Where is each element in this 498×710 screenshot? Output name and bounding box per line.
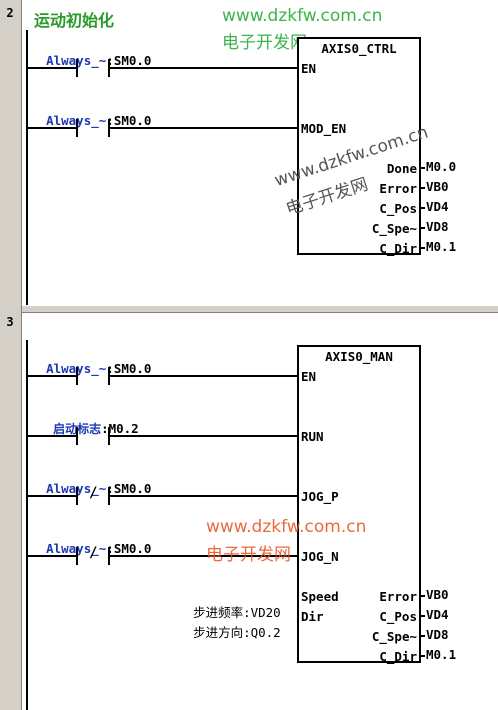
- output-value[interactable]: VD4: [426, 199, 449, 214]
- network-3-gutter: 3: [0, 305, 22, 710]
- network-separator: [21, 305, 498, 313]
- pin-error: Error: [379, 181, 417, 196]
- contact-no[interactable]: [76, 119, 78, 137]
- output-value[interactable]: VD8: [426, 219, 449, 234]
- wire: [419, 595, 425, 597]
- contact-no[interactable]: [76, 367, 78, 385]
- contact-label[interactable]: Always_~:SM0.0: [31, 346, 151, 376]
- watermark-cn: 电子开发网: [222, 33, 307, 53]
- pin-mod-en: MOD_EN: [301, 121, 347, 136]
- input-symbol: 步进频率: [193, 605, 244, 620]
- pin-jog-p: JOG_P: [301, 489, 339, 504]
- contact-label[interactable]: Always_~:SM0.0: [31, 38, 151, 68]
- wire: [419, 187, 425, 189]
- nc-slash-icon: /: [89, 545, 98, 561]
- pin-done: Done: [386, 161, 417, 176]
- pin-c-dir: C_Dir: [379, 241, 417, 256]
- watermark-url: www.dzkfw.com.cn: [206, 517, 367, 537]
- block-title: AXIS0_CTRL: [321, 41, 397, 56]
- contact-address: SM0.0: [113, 481, 152, 496]
- contact-label[interactable]: Always_~:SM0.0: [31, 98, 151, 128]
- wire: [419, 207, 425, 209]
- contact-no[interactable]: [108, 59, 110, 77]
- input-address: Q0.2: [250, 625, 281, 640]
- function-block-axis0-ctrl[interactable]: AXIS0_CTRL EN MOD_EN Done Error C_Pos C_…: [297, 37, 421, 256]
- pin-run: RUN: [301, 429, 324, 444]
- output-value[interactable]: M0.1: [426, 647, 457, 662]
- contact-address: SM0.0: [113, 113, 152, 128]
- pin-dir: Dir: [301, 609, 324, 624]
- contact-nc[interactable]: [108, 487, 110, 505]
- contact-label[interactable]: 启动标志:M0.2: [38, 405, 139, 437]
- watermark-cn: 电子开发网: [206, 545, 291, 565]
- wire: [28, 127, 76, 129]
- wire: [110, 67, 298, 69]
- power-rail: [26, 340, 28, 710]
- wire: [110, 127, 298, 129]
- wire: [419, 635, 425, 637]
- wire: [28, 375, 76, 377]
- power-rail: [26, 30, 28, 305]
- wire: [419, 615, 425, 617]
- pin-en: EN: [301, 61, 317, 76]
- wire: [110, 375, 298, 377]
- wire: [110, 555, 298, 557]
- contact-address: SM0.0: [113, 361, 152, 376]
- output-value[interactable]: M0.0: [426, 159, 457, 174]
- wire: [419, 167, 425, 169]
- watermark-url: www.dzkfw.com.cn: [222, 6, 383, 26]
- wire: [419, 247, 425, 249]
- output-value[interactable]: VD4: [426, 607, 449, 622]
- wire: [28, 495, 76, 497]
- pin-speed: Speed: [301, 589, 339, 604]
- pin-c-dir: C_Dir: [379, 649, 417, 664]
- contact-no[interactable]: [108, 119, 110, 137]
- contact-no[interactable]: [108, 427, 110, 445]
- contact-label[interactable]: Always_~:SM0.0: [31, 466, 151, 496]
- wire: [419, 227, 425, 229]
- network-number: 3: [6, 315, 14, 329]
- pin-error: Error: [379, 589, 417, 604]
- pin-c-spe: C_Spe~: [371, 629, 417, 644]
- pin-jog-n: JOG_N: [301, 549, 339, 564]
- contact-address: M0.2: [108, 421, 139, 436]
- wire: [28, 67, 76, 69]
- function-block-axis0-man[interactable]: AXIS0_MAN EN RUN JOG_P JOG_N Speed Dir E…: [297, 345, 421, 664]
- contact-no[interactable]: [76, 427, 78, 445]
- input-address: VD20: [250, 605, 281, 620]
- output-value[interactable]: VD8: [426, 627, 449, 642]
- wire: [28, 435, 76, 437]
- contact-no[interactable]: [76, 59, 78, 77]
- wire: [110, 495, 298, 497]
- contact-no[interactable]: [108, 367, 110, 385]
- network-2-gutter: 2: [0, 0, 22, 305]
- contact-address: SM0.0: [113, 541, 152, 556]
- wire: [28, 555, 76, 557]
- output-value[interactable]: M0.1: [426, 239, 457, 254]
- input-symbol: 步进方向: [193, 625, 244, 640]
- pin-en: EN: [301, 369, 317, 384]
- contact-address: SM0.0: [113, 53, 152, 68]
- pin-c-pos: C_Pos: [379, 201, 417, 216]
- block-title: AXIS0_MAN: [325, 349, 393, 364]
- nc-slash-icon: /: [89, 485, 98, 501]
- contact-nc[interactable]: [76, 487, 78, 505]
- pin-c-pos: C_Pos: [379, 609, 417, 624]
- contact-nc[interactable]: [108, 547, 110, 565]
- input-value[interactable]: 步进频率:VD20: [193, 605, 281, 620]
- network-title[interactable]: 运动初始化: [34, 11, 115, 30]
- contact-nc[interactable]: [76, 547, 78, 565]
- input-value[interactable]: 步进方向:Q0.2: [193, 625, 281, 640]
- wire: [419, 655, 425, 657]
- output-value[interactable]: VB0: [426, 587, 449, 602]
- pin-c-spe: C_Spe~: [371, 221, 417, 236]
- output-value[interactable]: VB0: [426, 179, 449, 194]
- wire: [110, 435, 298, 437]
- network-number: 2: [6, 6, 14, 20]
